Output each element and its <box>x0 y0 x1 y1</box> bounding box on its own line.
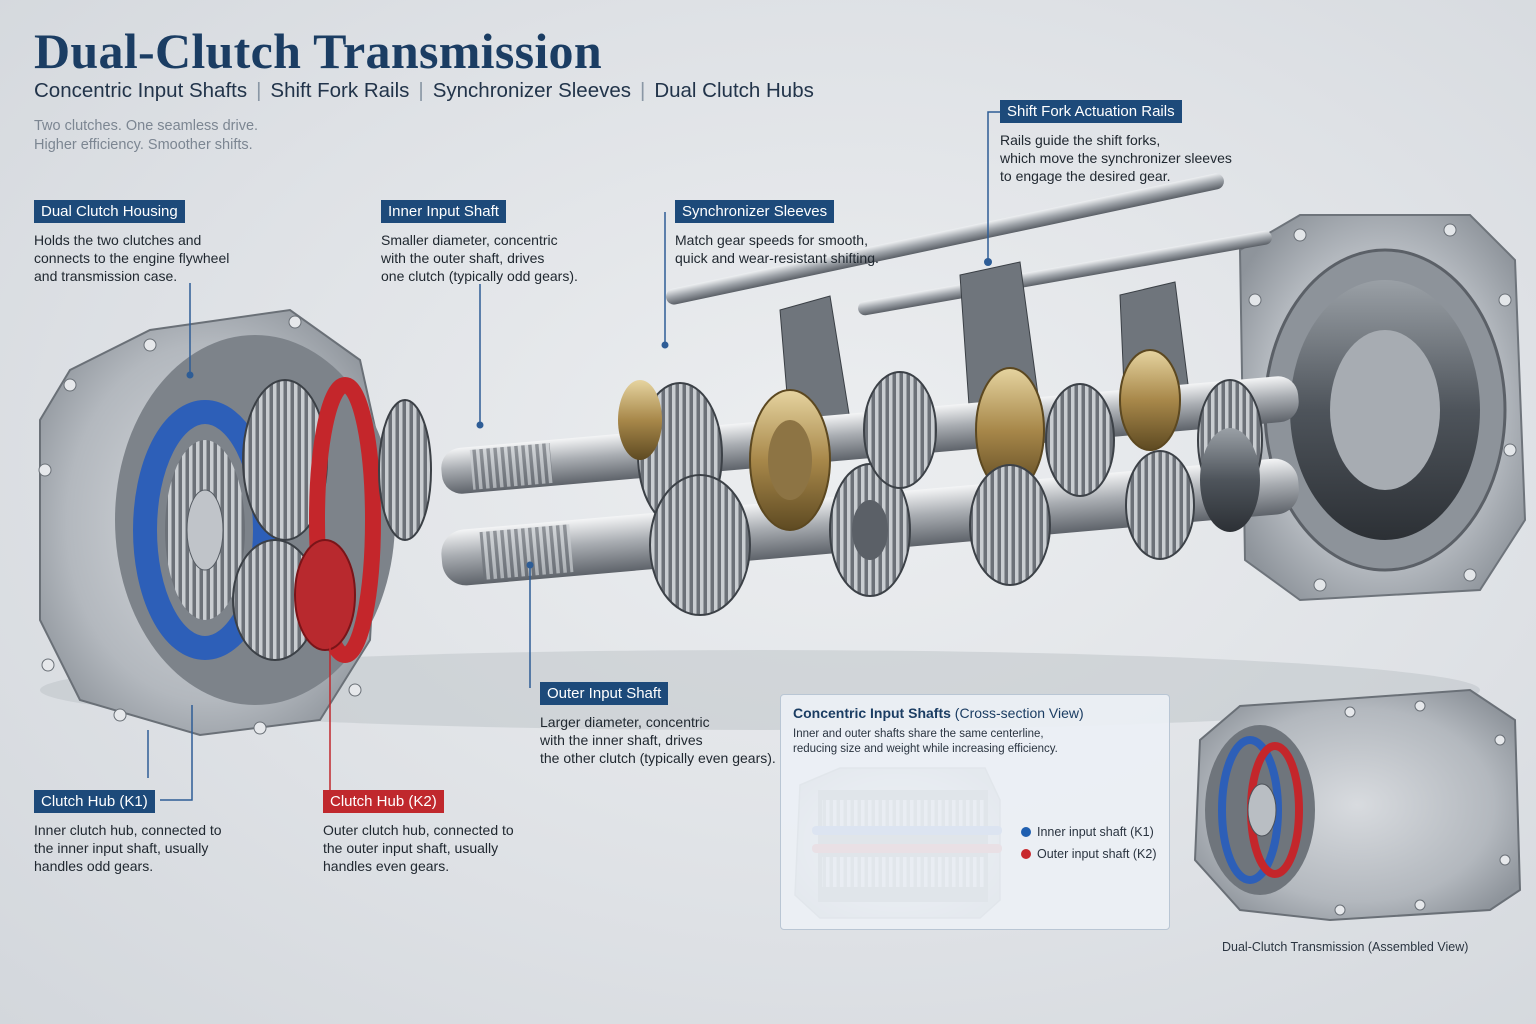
callout-outer-input-shaft: Outer Input Shaft Larger diameter, conce… <box>540 682 776 767</box>
callout-line: the other clutch (typically even gears). <box>540 750 776 766</box>
leader-lines <box>147 111 1000 801</box>
callout-line: handles even gears. <box>323 858 450 874</box>
callout-line: quick and wear-resistant shifting. <box>675 250 879 266</box>
subtitle-separator: | <box>418 79 424 102</box>
callout-description: Outer clutch hub, connected to the outer… <box>323 821 514 875</box>
callout-line: and transmission case. <box>34 268 178 284</box>
inset-line: reducing size and weight while increasin… <box>793 743 1058 755</box>
callout-label: Dual Clutch Housing <box>34 200 185 223</box>
page-title: Dual-Clutch Transmission <box>34 23 602 79</box>
callout-line: handles odd gears. <box>34 858 154 874</box>
legend-dot-icon <box>1021 849 1031 859</box>
callout-line: to engage the desired gear. <box>1000 168 1171 184</box>
subtitle-item: Concentric Input Shafts <box>34 79 248 102</box>
cross-section-inset: Concentric Input Shafts (Cross-section V… <box>780 694 1170 930</box>
callout-description: Rails guide the shift forks, which move … <box>1000 131 1232 185</box>
callout-inner-input-shaft: Inner Input Shaft Smaller diameter, conc… <box>381 200 578 285</box>
assembled-view-graphic <box>1193 688 1522 922</box>
callout-line: one clutch (typically odd gears). <box>381 268 578 284</box>
inset-title: Concentric Input Shafts (Cross-section V… <box>793 705 1084 721</box>
subtitle-item: Dual Clutch Hubs <box>654 79 814 102</box>
callout-line: Smaller diameter, concentric <box>381 232 558 248</box>
rear-housing <box>1238 214 1527 602</box>
tagline: Two clutches. One seamless drive. Higher… <box>34 117 258 155</box>
legend-item-inner: Inner input shaft (K1) <box>1021 825 1154 839</box>
callout-description: Smaller diameter, concentric with the ou… <box>381 231 578 285</box>
callout-clutch-hub-k1: Clutch Hub (K1) Inner clutch hub, connec… <box>34 790 222 875</box>
callout-line: the outer input shaft, usually <box>323 840 499 856</box>
callout-label: Inner Input Shaft <box>381 200 506 223</box>
callout-line: with the outer shaft, drives <box>381 250 545 266</box>
callout-clutch-hub-k2: Clutch Hub (K2) Outer clutch hub, connec… <box>323 790 514 875</box>
callout-line: Rails guide the shift forks, <box>1000 132 1161 148</box>
subtitle: Concentric Input Shafts | Shift Fork Rails… <box>34 79 814 103</box>
callout-description: Holds the two clutches and connects to t… <box>34 231 229 285</box>
inset-description: Inner and outer shafts share the same ce… <box>793 727 1058 757</box>
callout-label: Shift Fork Actuation Rails <box>1000 100 1182 123</box>
subtitle-item: Shift Fork Rails <box>270 79 410 102</box>
callout-description: Inner clutch hub, connected to the inner… <box>34 821 222 875</box>
gear-set <box>618 349 1263 616</box>
callout-line: Match gear speeds for smooth, <box>675 232 868 248</box>
tagline-line: Higher efficiency. Smoother shifts. <box>34 137 253 153</box>
callout-description: Larger diameter, concentric with the inn… <box>540 713 776 767</box>
callout-label: Outer Input Shaft <box>540 682 669 705</box>
tagline-line: Two clutches. One seamless drive. <box>34 118 259 134</box>
clutch-housing-graphic <box>38 308 432 737</box>
callout-line: which move the synchronizer sleeves <box>1000 150 1232 166</box>
callout-line: connects to the engine flywheel <box>34 250 230 266</box>
callout-line: the inner input shaft, usually <box>34 840 209 856</box>
subtitle-item: Synchronizer Sleeves <box>432 79 631 102</box>
callout-line: Holds the two clutches and <box>34 232 202 248</box>
callout-description: Match gear speeds for smooth, quick and … <box>675 231 879 267</box>
assembled-view-caption: Dual-Clutch Transmission (Assembled View… <box>1222 940 1469 954</box>
callout-line: Inner clutch hub, connected to <box>34 822 222 838</box>
callout-line: Outer clutch hub, connected to <box>323 822 514 838</box>
callout-dual-clutch-housing: Dual Clutch Housing Holds the two clutch… <box>34 200 229 285</box>
callout-label: Clutch Hub (K1) <box>34 790 155 813</box>
callout-line: with the inner shaft, drives <box>540 732 703 748</box>
legend-label: Outer input shaft (K2) <box>1037 847 1157 861</box>
callout-synchronizer-sleeves: Synchronizer Sleeves Match gear speeds f… <box>675 200 879 267</box>
inset-line: Inner and outer shafts share the same ce… <box>793 728 1044 740</box>
inset-title-bold: Concentric Input Shafts <box>793 705 951 721</box>
legend-label: Inner input shaft (K1) <box>1037 825 1154 839</box>
subtitle-separator: | <box>256 79 262 102</box>
subtitle-separator: | <box>640 79 646 102</box>
legend-dot-icon <box>1021 827 1031 837</box>
inset-title-rest: (Cross-section View) <box>950 705 1084 721</box>
callout-line: Larger diameter, concentric <box>540 714 710 730</box>
callout-shift-fork-rails: Shift Fork Actuation Rails Rails guide t… <box>1000 100 1232 185</box>
callout-label: Clutch Hub (K2) <box>323 790 444 813</box>
legend-item-outer: Outer input shaft (K2) <box>1021 847 1157 861</box>
callout-label: Synchronizer Sleeves <box>675 200 835 223</box>
